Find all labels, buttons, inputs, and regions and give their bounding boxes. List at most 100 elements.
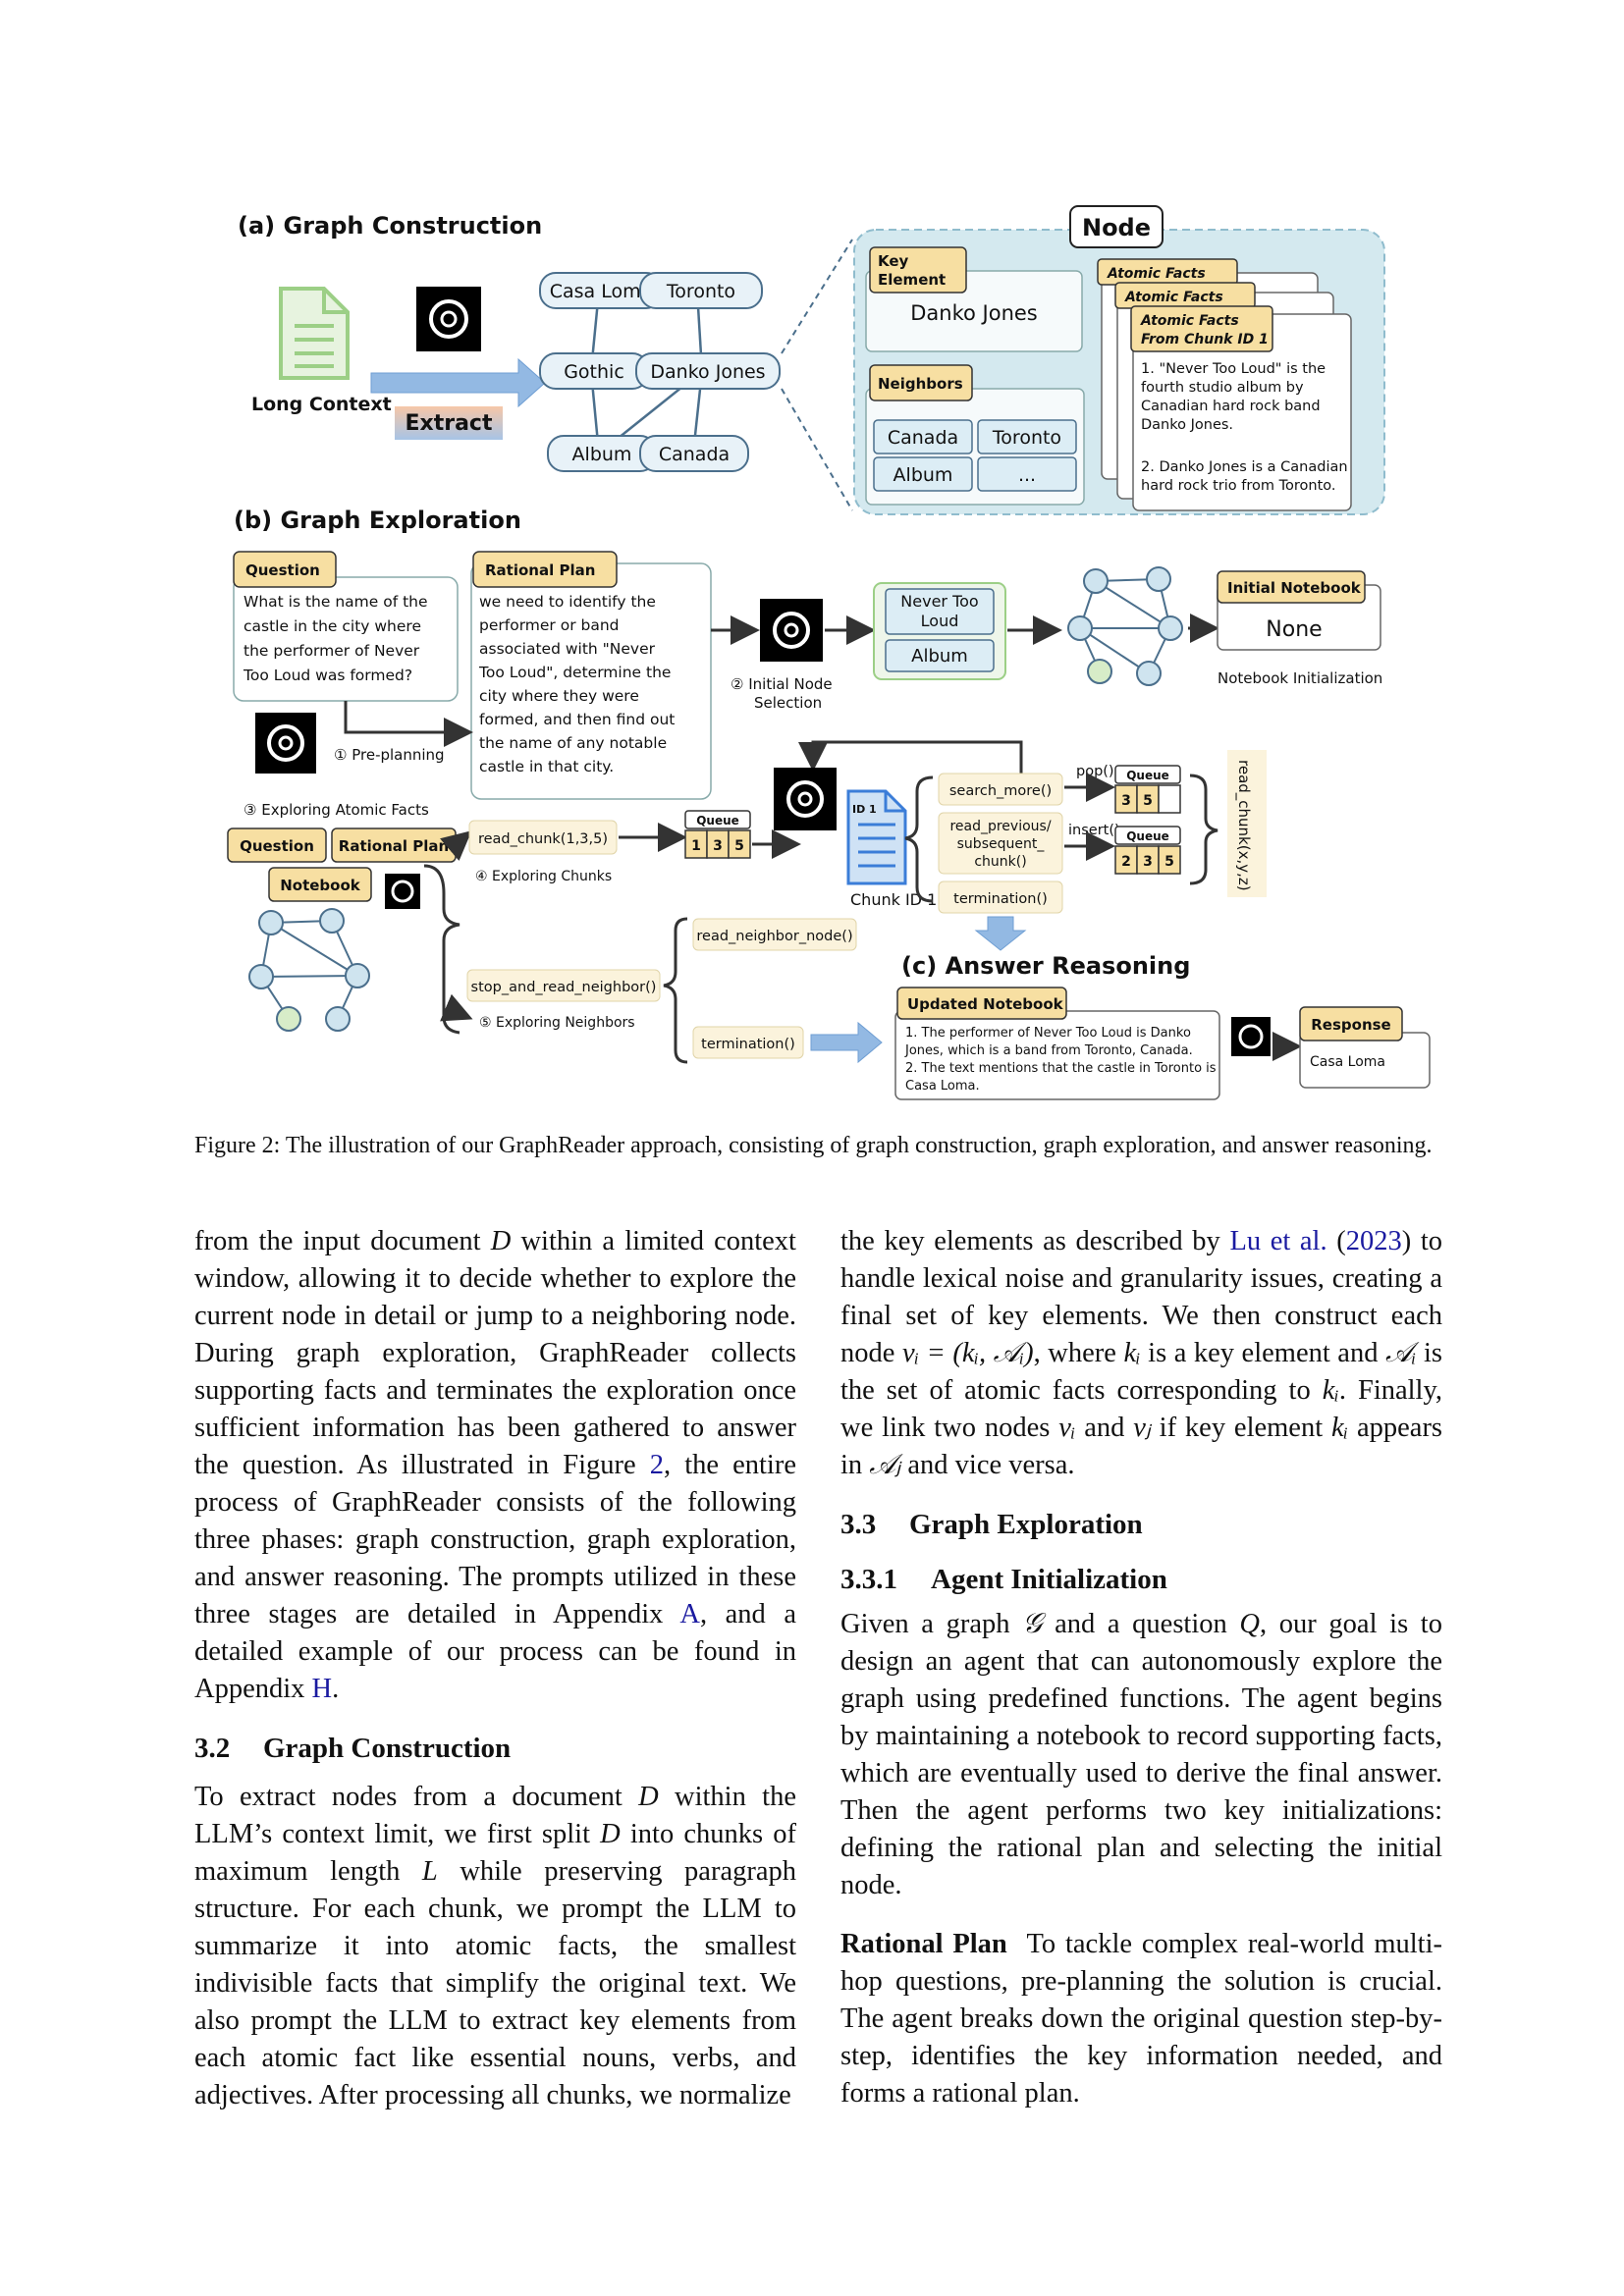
- neighbor-toronto: Toronto: [977, 419, 1077, 454]
- svg-text:Node: Node: [1082, 214, 1151, 241]
- atomic-facts-chunk-tab: Atomic Facts From Chunk ID 1: [1130, 305, 1273, 352]
- svg-text:ID 1: ID 1: [852, 803, 877, 816]
- svg-text:Rational Plan: Rational Plan: [485, 561, 595, 579]
- llm-logo-icon-small: [385, 874, 420, 909]
- read-neighbor-node-call: read_neighbor_node(): [692, 918, 857, 951]
- appendix-h-link[interactable]: H: [311, 1674, 333, 1704]
- svg-text:Canada: Canada: [888, 427, 958, 449]
- svg-text:stop_and_read_neighbor(): stop_and_read_neighbor(): [471, 980, 657, 995]
- svg-text:Danko Jones: Danko Jones: [650, 361, 765, 383]
- svg-text:5: 5: [1164, 854, 1174, 870]
- svg-text:Response: Response: [1311, 1016, 1390, 1034]
- svg-text:Never Too: Never Too: [900, 592, 978, 611]
- termination-call: termination(): [938, 881, 1063, 914]
- response-label: Response: [1299, 1006, 1403, 1041]
- extract-badge: [395, 406, 503, 440]
- step-initial-node-selection: ② Initial Node Selection: [731, 675, 833, 712]
- svg-text:fourth studio album by: fourth studio album by: [1141, 380, 1304, 396]
- neighbor-canada: Canada: [873, 419, 973, 454]
- panel-c-title: (c) Answer Reasoning: [901, 952, 1190, 980]
- llm-logo-icon: [416, 287, 481, 351]
- read-chunk-xyz-box: [1227, 750, 1267, 897]
- node-header: Node: [1069, 205, 1164, 248]
- queue-a: Queue 1 3 5: [684, 810, 751, 859]
- read-chunk-call: read_chunk(1,3,5): [468, 820, 618, 855]
- citation-year-link[interactable]: 2023: [1345, 1226, 1402, 1256]
- figure-2: (a) Graph Construction Long Context Extr…: [196, 196, 1434, 1109]
- svg-text:Queue: Queue: [1126, 769, 1169, 782]
- svg-text:Casa Loma: Casa Loma: [550, 281, 653, 302]
- graph-node-toronto: Toronto: [639, 272, 763, 309]
- svg-text:Neighbors: Neighbors: [878, 375, 963, 393]
- initial-notebook-label: Initial Notebook: [1217, 570, 1366, 604]
- key-element-label: Key Element: [869, 246, 967, 294]
- svg-text:Atomic Facts: Atomic Facts: [1124, 290, 1223, 305]
- figure-link[interactable]: 2: [649, 1450, 664, 1480]
- svg-text:2. The text mentions that the: 2. The text mentions that the castle in …: [905, 1061, 1217, 1076]
- svg-text:Gothic: Gothic: [564, 361, 624, 383]
- svg-text:read_chunk(1,3,5): read_chunk(1,3,5): [478, 831, 608, 847]
- read-chunk-xyz-label: read_chunk(x,y,z): [1234, 760, 1253, 891]
- svg-text:1: 1: [691, 838, 701, 854]
- svg-text:the performer of Never: the performer of Never: [244, 642, 420, 660]
- svg-text:② Initial Node: ② Initial Node: [731, 675, 833, 693]
- queue-b: Queue 3 5: [1114, 765, 1181, 814]
- appendix-a-link[interactable]: A: [679, 1599, 700, 1629]
- svg-text:Key: Key: [878, 252, 909, 270]
- svg-text:read_previous/: read_previous/: [949, 819, 1051, 834]
- right-paragraph-2: Given a graph 𝒢 and a question Q, our go…: [840, 1609, 1442, 1900]
- step-pre-planning: ① Pre-planning: [334, 746, 445, 764]
- extract-arrow-icon: [370, 357, 546, 408]
- svg-text:1. "Never Too Loud" is the: 1. "Never Too Loud" is the: [1141, 361, 1326, 377]
- panel-a-title: (a) Graph Construction: [238, 212, 542, 240]
- search-more-call: search_more(): [938, 773, 1063, 806]
- svg-text:Queue: Queue: [696, 814, 739, 828]
- llm-logo-icon-init: [760, 599, 823, 662]
- svg-text:Canadian hard rock band: Canadian hard rock band: [1141, 399, 1321, 414]
- neighbor-more: ...: [977, 456, 1077, 492]
- citation-link[interactable]: Lu et al.: [1229, 1226, 1327, 1256]
- document-icon: [279, 287, 350, 380]
- svg-text:Initial Notebook: Initial Notebook: [1227, 579, 1362, 597]
- atomic-fact-2: 2. Danko Jones is a Canadian hard rock t…: [1141, 459, 1348, 494]
- svg-text:Element: Element: [878, 271, 946, 289]
- svg-text:3: 3: [713, 838, 723, 854]
- svg-text:Selection: Selection: [754, 694, 822, 712]
- svg-text:castle in the city where: castle in the city where: [244, 617, 421, 635]
- extract-label: Extract: [406, 411, 493, 436]
- long-context-label: Long Context: [251, 394, 392, 415]
- svg-text:Toronto: Toronto: [666, 281, 735, 302]
- svg-text:Updated Notebook: Updated Notebook: [907, 995, 1064, 1013]
- svg-text:Too Loud", determine the: Too Loud", determine the: [478, 664, 671, 681]
- svg-text:Album: Album: [572, 444, 632, 465]
- svg-text:Question: Question: [240, 837, 314, 855]
- svg-text:Casa Loma.: Casa Loma.: [905, 1079, 980, 1094]
- figure-graphic: (a) Graph Construction Long Context Extr…: [227, 205, 1431, 1100]
- panel-b-title: (b) Graph Exploration: [234, 507, 521, 534]
- chunk-document-icon: ID 1: [846, 789, 907, 885]
- svg-text:performer or band: performer or band: [479, 616, 620, 634]
- updated-notebook-label: Updated Notebook: [896, 987, 1067, 1020]
- state-notebook: Notebook: [268, 867, 372, 902]
- svg-text:Canada: Canada: [659, 444, 730, 465]
- right-paragraph-3: Rational Plan To tackle complex real-wor…: [840, 1929, 1443, 2109]
- updated-notebook-text: 1. The performer of Never Too Loud is Da…: [904, 1026, 1217, 1094]
- svg-text:Queue: Queue: [1126, 829, 1169, 843]
- atomic-facts-tab-2: Atomic Facts: [1114, 282, 1256, 309]
- svg-text:1. The performer of Never Too: 1. The performer of Never Too Loud is Da…: [905, 1026, 1191, 1041]
- llm-logo-icon-preplan: [255, 713, 316, 774]
- svg-text:we need to identify the: we need to identify the: [479, 593, 656, 611]
- step-exploring-atomic-facts: ③ Exploring Atomic Facts: [244, 801, 429, 819]
- svg-text:Too Loud was formed?: Too Loud was formed?: [243, 667, 412, 684]
- queue-c: Queue 2 3 5: [1114, 826, 1181, 875]
- atomic-fact-1: 1. "Never Too Loud" is the fourth studio…: [1141, 361, 1326, 433]
- rational-plan-text: we need to identify the performer or ban…: [478, 593, 675, 775]
- initial-notebook-value: None: [1266, 617, 1322, 642]
- selected-node-never-too-loud: Never Too Loud: [885, 588, 995, 635]
- neighbors-label: Neighbors: [869, 364, 973, 401]
- svg-text:What is the name of the: What is the name of the: [244, 593, 428, 611]
- svg-text:hard rock trio from Toronto.: hard rock trio from Toronto.: [1141, 478, 1335, 494]
